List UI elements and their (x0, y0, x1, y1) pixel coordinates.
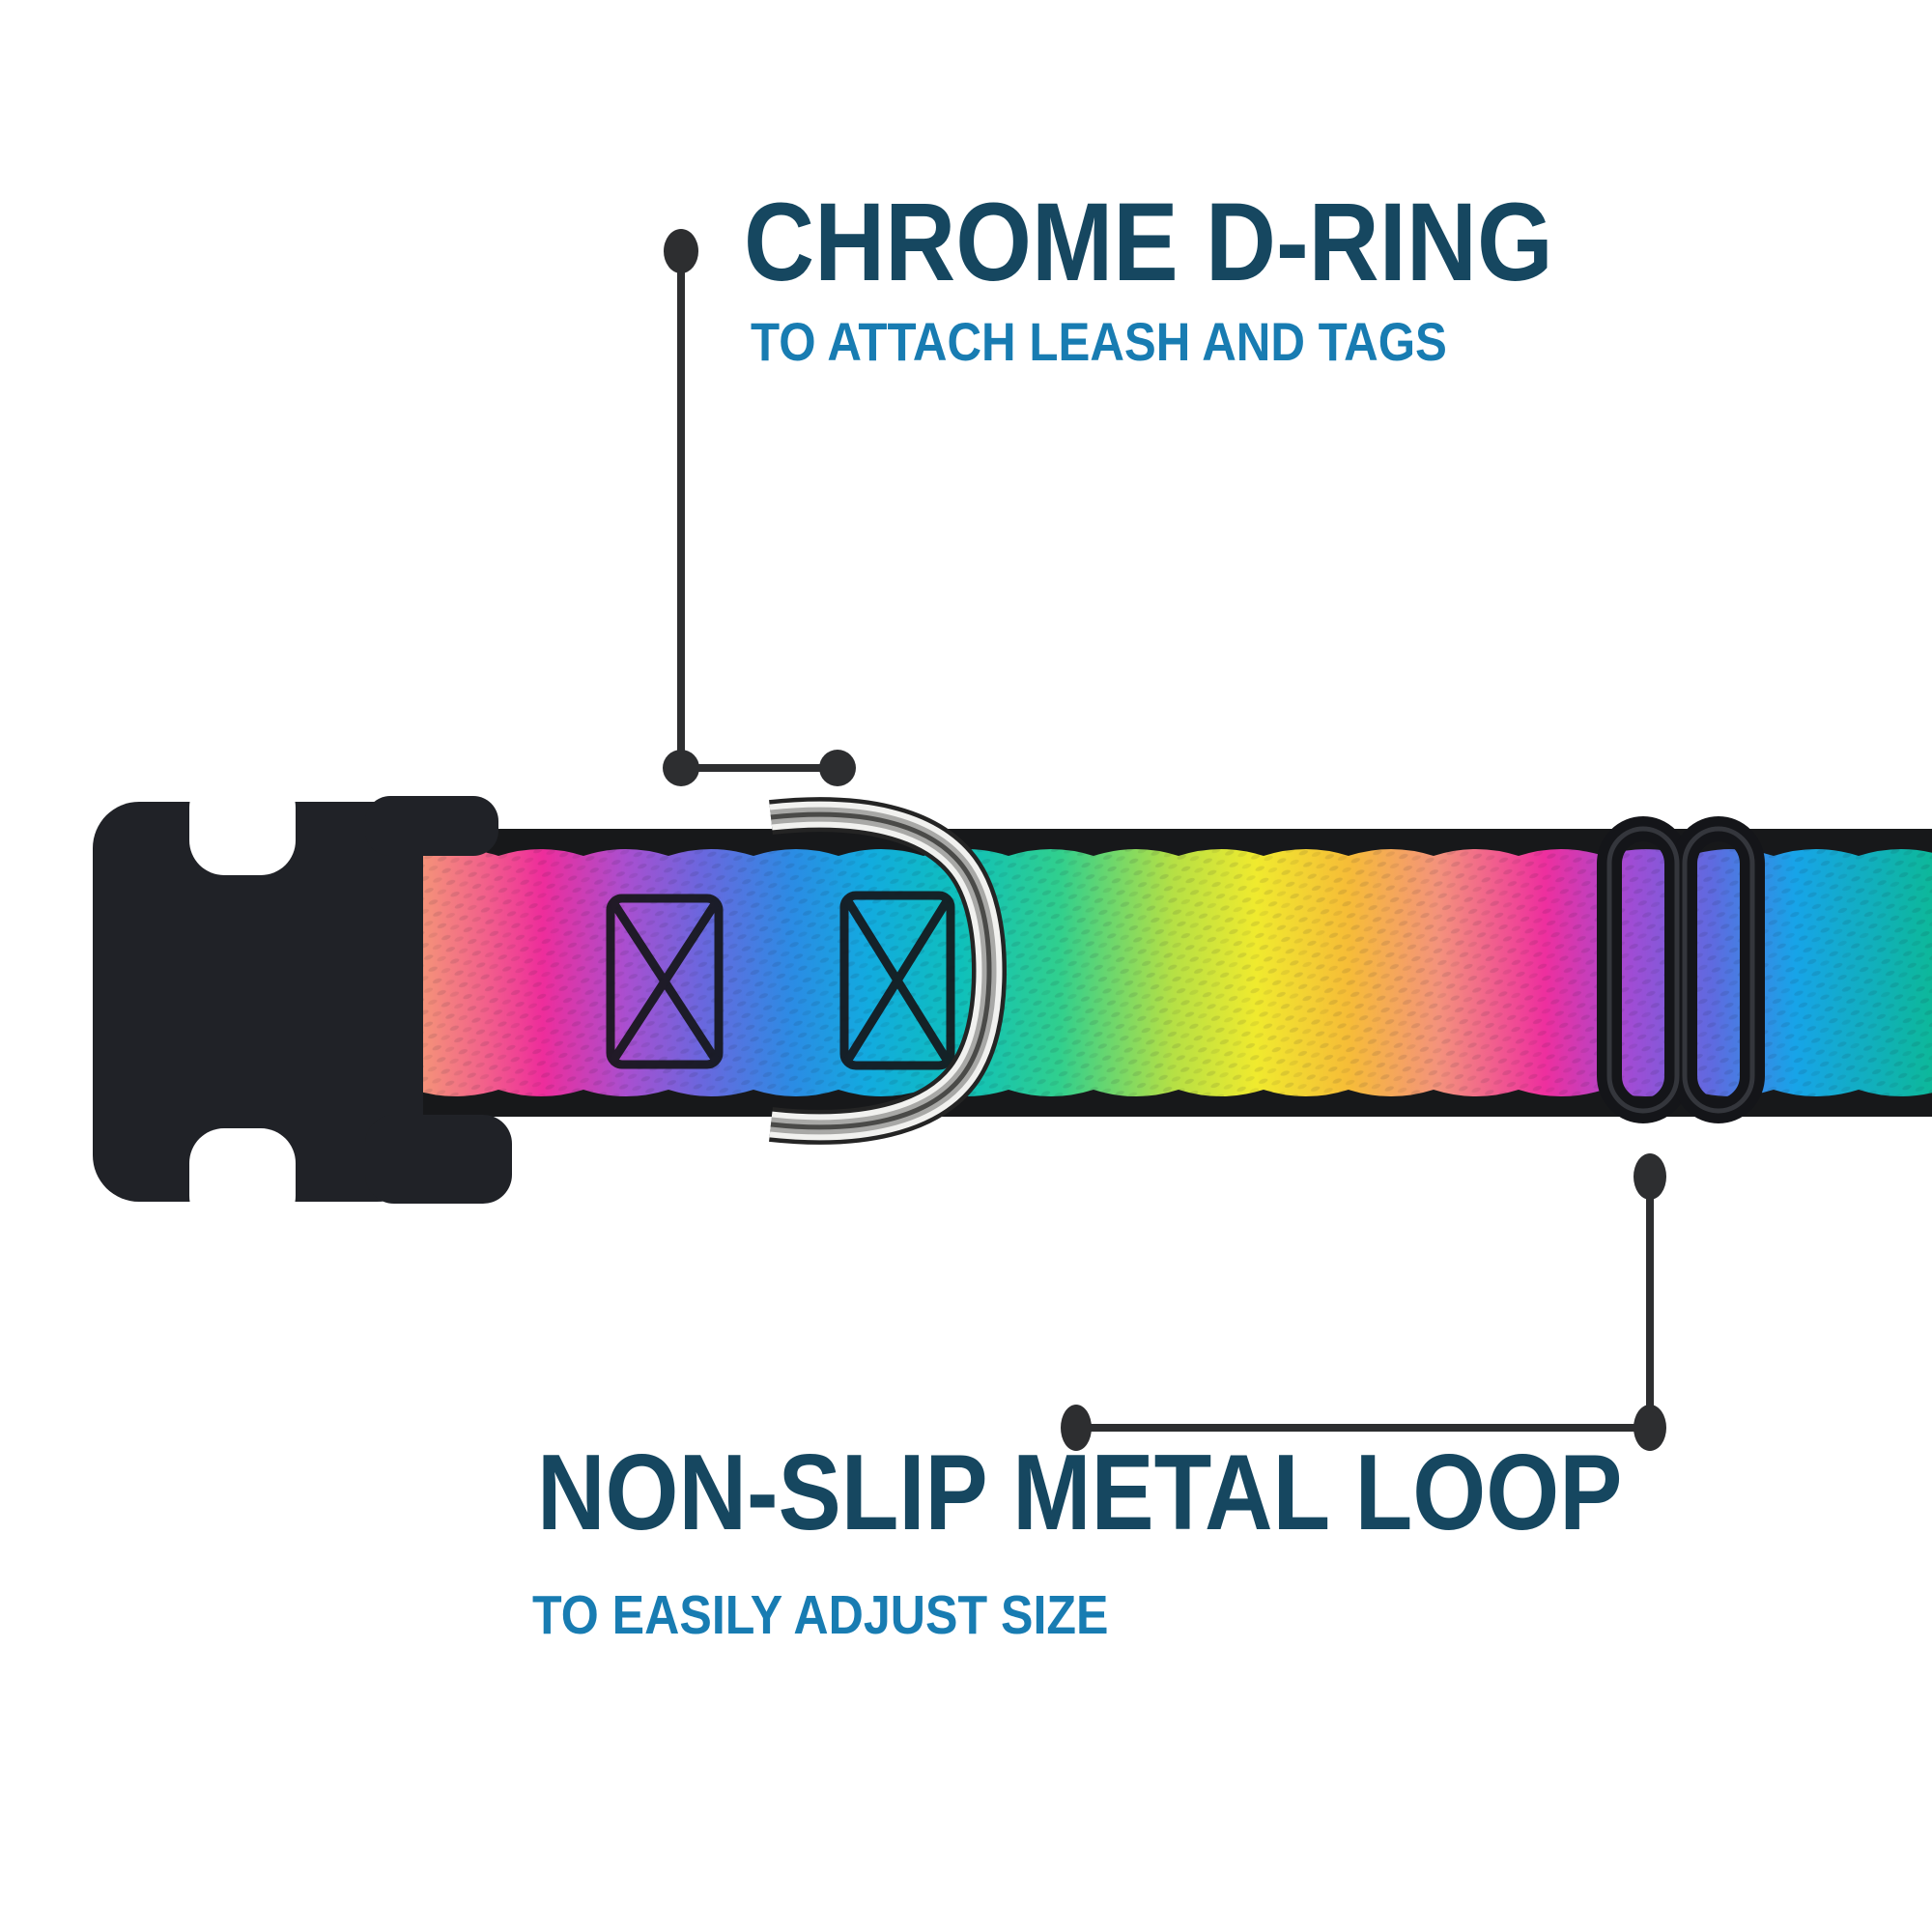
callout-dot (1634, 1153, 1666, 1200)
d-ring-callout-title: CHROME D-RING (744, 181, 1553, 304)
callout-dot (664, 229, 698, 273)
stitch-box-x-left (606, 894, 724, 1069)
callout-connector-d-ring (663, 229, 856, 786)
buckle-bottom-notch (189, 1128, 296, 1231)
rainbow-webbing (413, 829, 1932, 1117)
webbing-weave-texture (413, 849, 1932, 1096)
stitch-box-x-right (839, 891, 955, 1070)
callout-dot (1061, 1405, 1092, 1451)
callout-connector-metal-loop (1061, 1153, 1666, 1451)
metal-slider-loop (1597, 816, 1765, 1123)
d-ring-callout-subtitle: TO ATTACH LEASH AND TAGS (751, 311, 1447, 372)
callout-dot (819, 750, 856, 786)
chrome-d-ring (769, 797, 1008, 1145)
metal-loop-callout-title: NON-SLIP METAL LOOP (537, 1433, 1623, 1552)
buckle-top-notch (189, 773, 296, 875)
side-release-buckle (93, 773, 512, 1231)
metal-loop-callout-subtitle: TO EASILY ADJUST SIZE (532, 1584, 1109, 1646)
